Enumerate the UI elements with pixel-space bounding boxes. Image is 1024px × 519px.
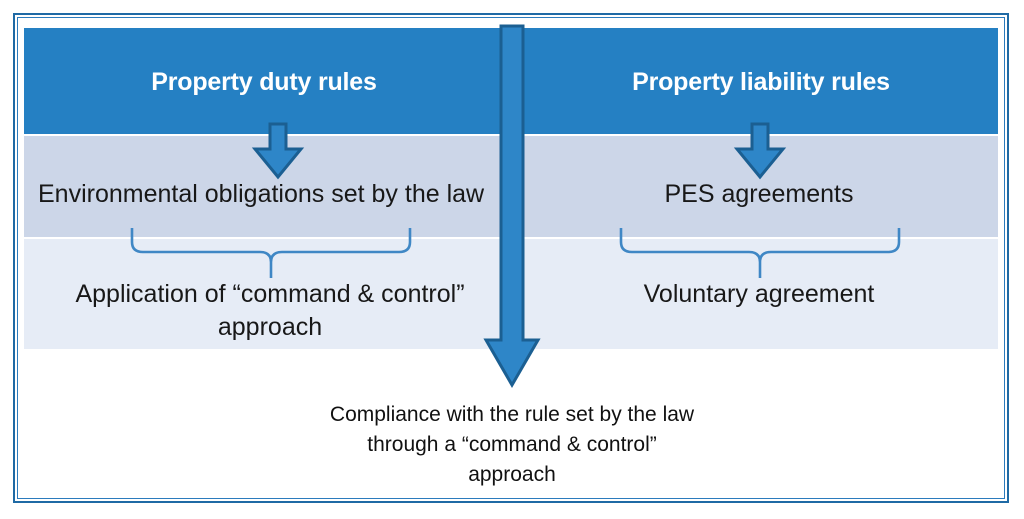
curly-brace-icon-left [128, 226, 414, 285]
instrument-label-environmental-obligations: Environmental obligations set by the law [38, 180, 485, 208]
curly-brace-icon-right [617, 226, 903, 285]
down-arrow-icon-right [730, 122, 790, 185]
column-header-property-duty-rules: Property duty rules [151, 68, 377, 96]
approach-label-voluntary-agreement: Voluntary agreement [643, 280, 875, 308]
outcome-caption: Compliance with the rule set by the law … [329, 403, 695, 486]
approach-label-command-and-control: Application of “command & control” appro… [75, 280, 465, 341]
instrument-label-pes-agreements: PES agreements [664, 180, 854, 208]
column-header-property-liability-rules: Property liability rules [632, 68, 890, 96]
large-down-arrow-icon-center [483, 24, 541, 393]
down-arrow-icon-left [248, 122, 308, 185]
